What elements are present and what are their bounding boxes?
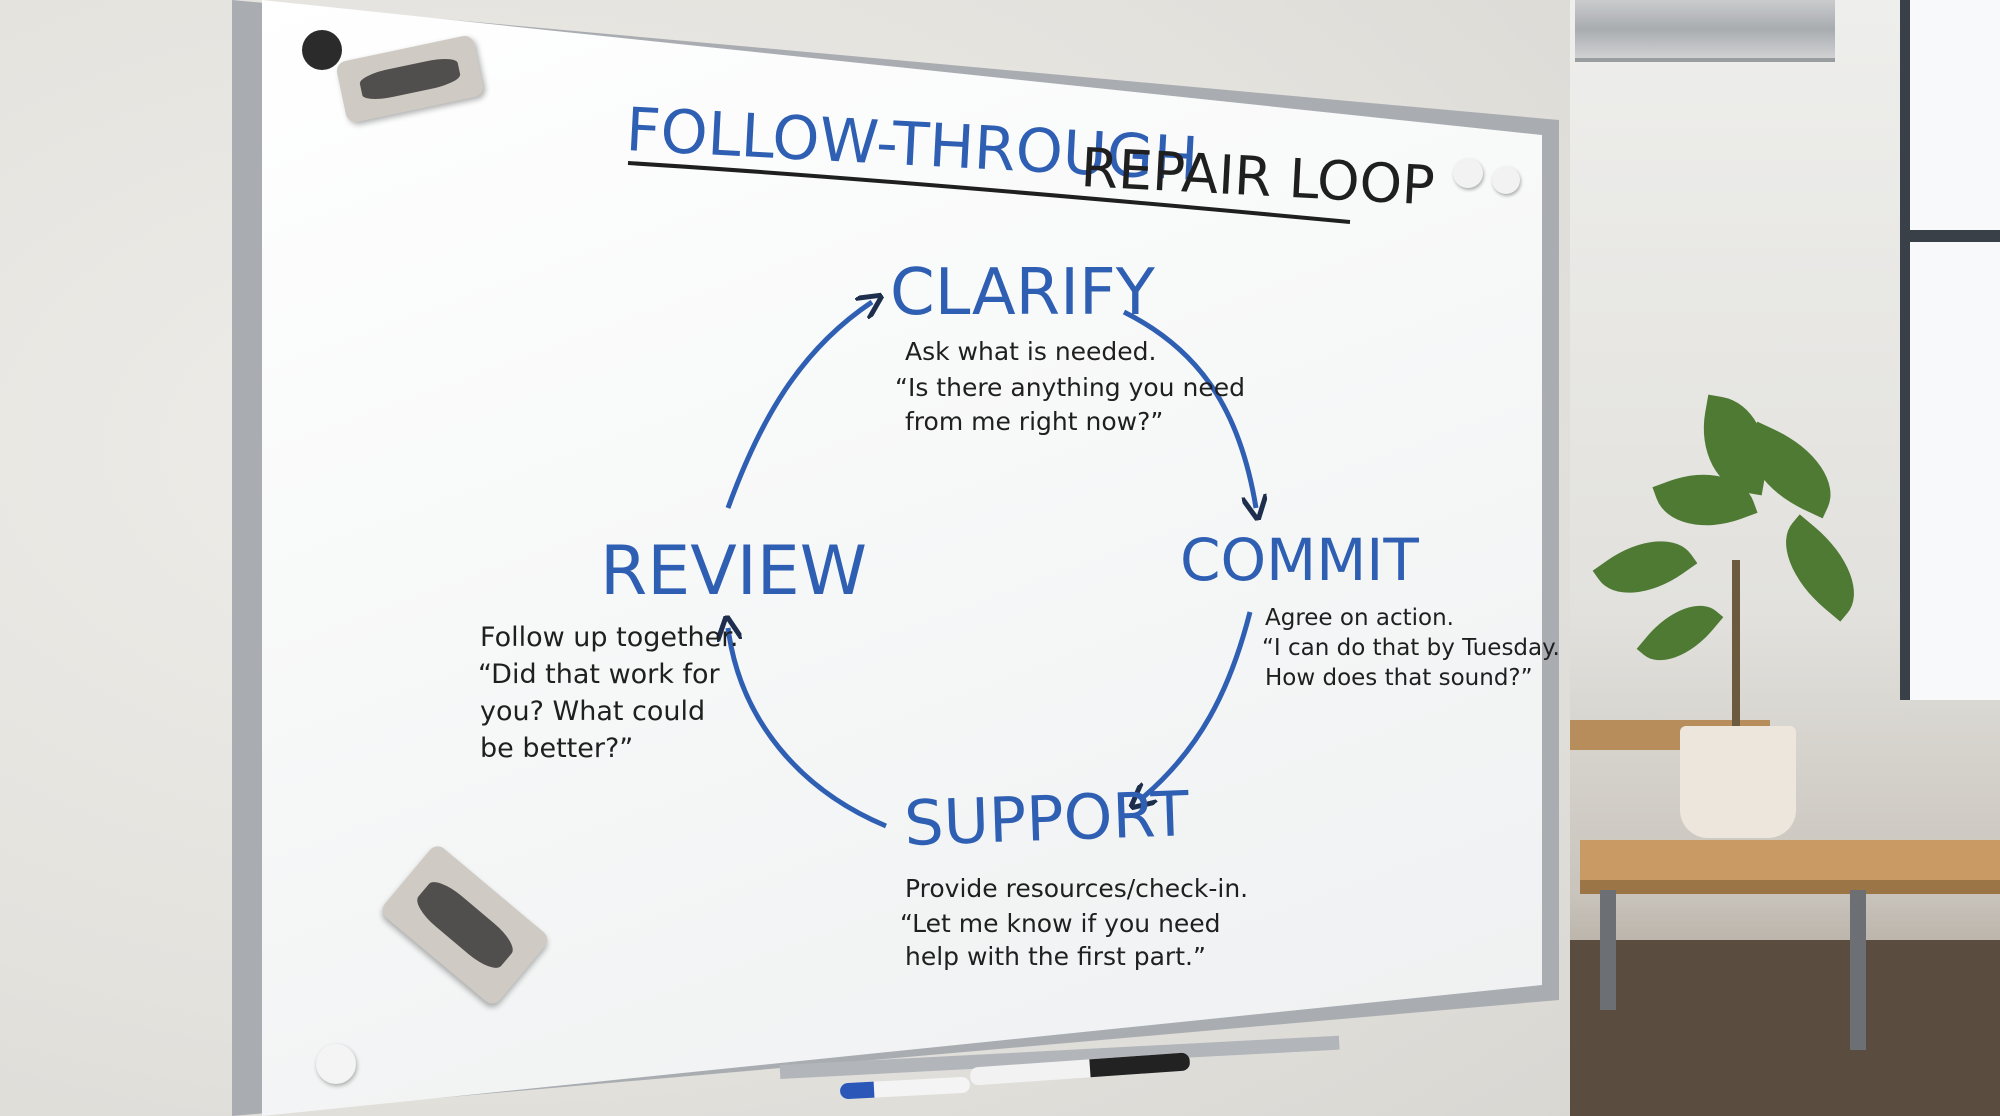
desk-leg xyxy=(1600,890,1616,1010)
step-commit: COMMIT Agree on action. “I can do that b… xyxy=(1180,526,1560,691)
review-desc-line: you? What could xyxy=(480,696,705,727)
title-part-2: REPAIR LOOP xyxy=(1079,136,1436,217)
floor xyxy=(1570,940,2000,1116)
support-desc-line: Provide resources/check-in. xyxy=(905,874,1248,903)
arrow-clarify-to-commit xyxy=(1122,309,1256,508)
support-label: SUPPORT xyxy=(903,777,1191,860)
step-review: REVIEW Follow up together. “Did that wor… xyxy=(478,532,867,764)
support-desc-line: “Let me know if you need xyxy=(900,909,1221,938)
clarify-label: CLARIFY xyxy=(890,256,1156,330)
window-frame-bar xyxy=(1900,230,2000,242)
magnet-black xyxy=(302,30,342,70)
review-desc-line: “Did that work for xyxy=(478,659,721,690)
title: FOLLOW-THROUGH REPAIR LOOP xyxy=(624,95,1436,224)
step-clarify: CLARIFY Ask what is needed. “Is there an… xyxy=(890,256,1245,436)
step-support: SUPPORT Provide resources/check-in. “Let… xyxy=(900,777,1248,971)
commit-label: COMMIT xyxy=(1180,526,1419,594)
support-desc-line: help with the first part.” xyxy=(905,942,1206,971)
ceiling-pipe xyxy=(1575,0,1835,62)
commit-desc-line: “I can do that by Tuesday. xyxy=(1262,635,1560,661)
review-desc-line: Follow up together. xyxy=(480,622,738,653)
arrow-commit-to-support xyxy=(1140,611,1253,800)
commit-desc-line: Agree on action. xyxy=(1265,605,1454,631)
magnet-white xyxy=(316,1044,356,1084)
review-desc-line: be better?” xyxy=(480,733,633,764)
review-label: REVIEW xyxy=(600,532,867,611)
clarify-desc-line: Ask what is needed. xyxy=(905,337,1157,366)
magnet-white xyxy=(1453,158,1483,188)
window xyxy=(1900,0,2000,700)
arrow-review-to-clarify xyxy=(725,302,872,509)
desk-leg xyxy=(1850,890,1866,1050)
clarify-desc-line: from me right now?” xyxy=(905,407,1163,436)
plant-stem xyxy=(1732,560,1740,730)
clarify-desc-line: “Is there anything you need xyxy=(895,373,1245,402)
commit-desc-line: How does that sound?” xyxy=(1265,665,1533,691)
magnet-white xyxy=(1492,166,1520,194)
plant-pot xyxy=(1680,726,1796,838)
title-underline xyxy=(627,161,1351,224)
arrow-support-to-review xyxy=(728,628,887,829)
desk xyxy=(1580,840,2000,894)
